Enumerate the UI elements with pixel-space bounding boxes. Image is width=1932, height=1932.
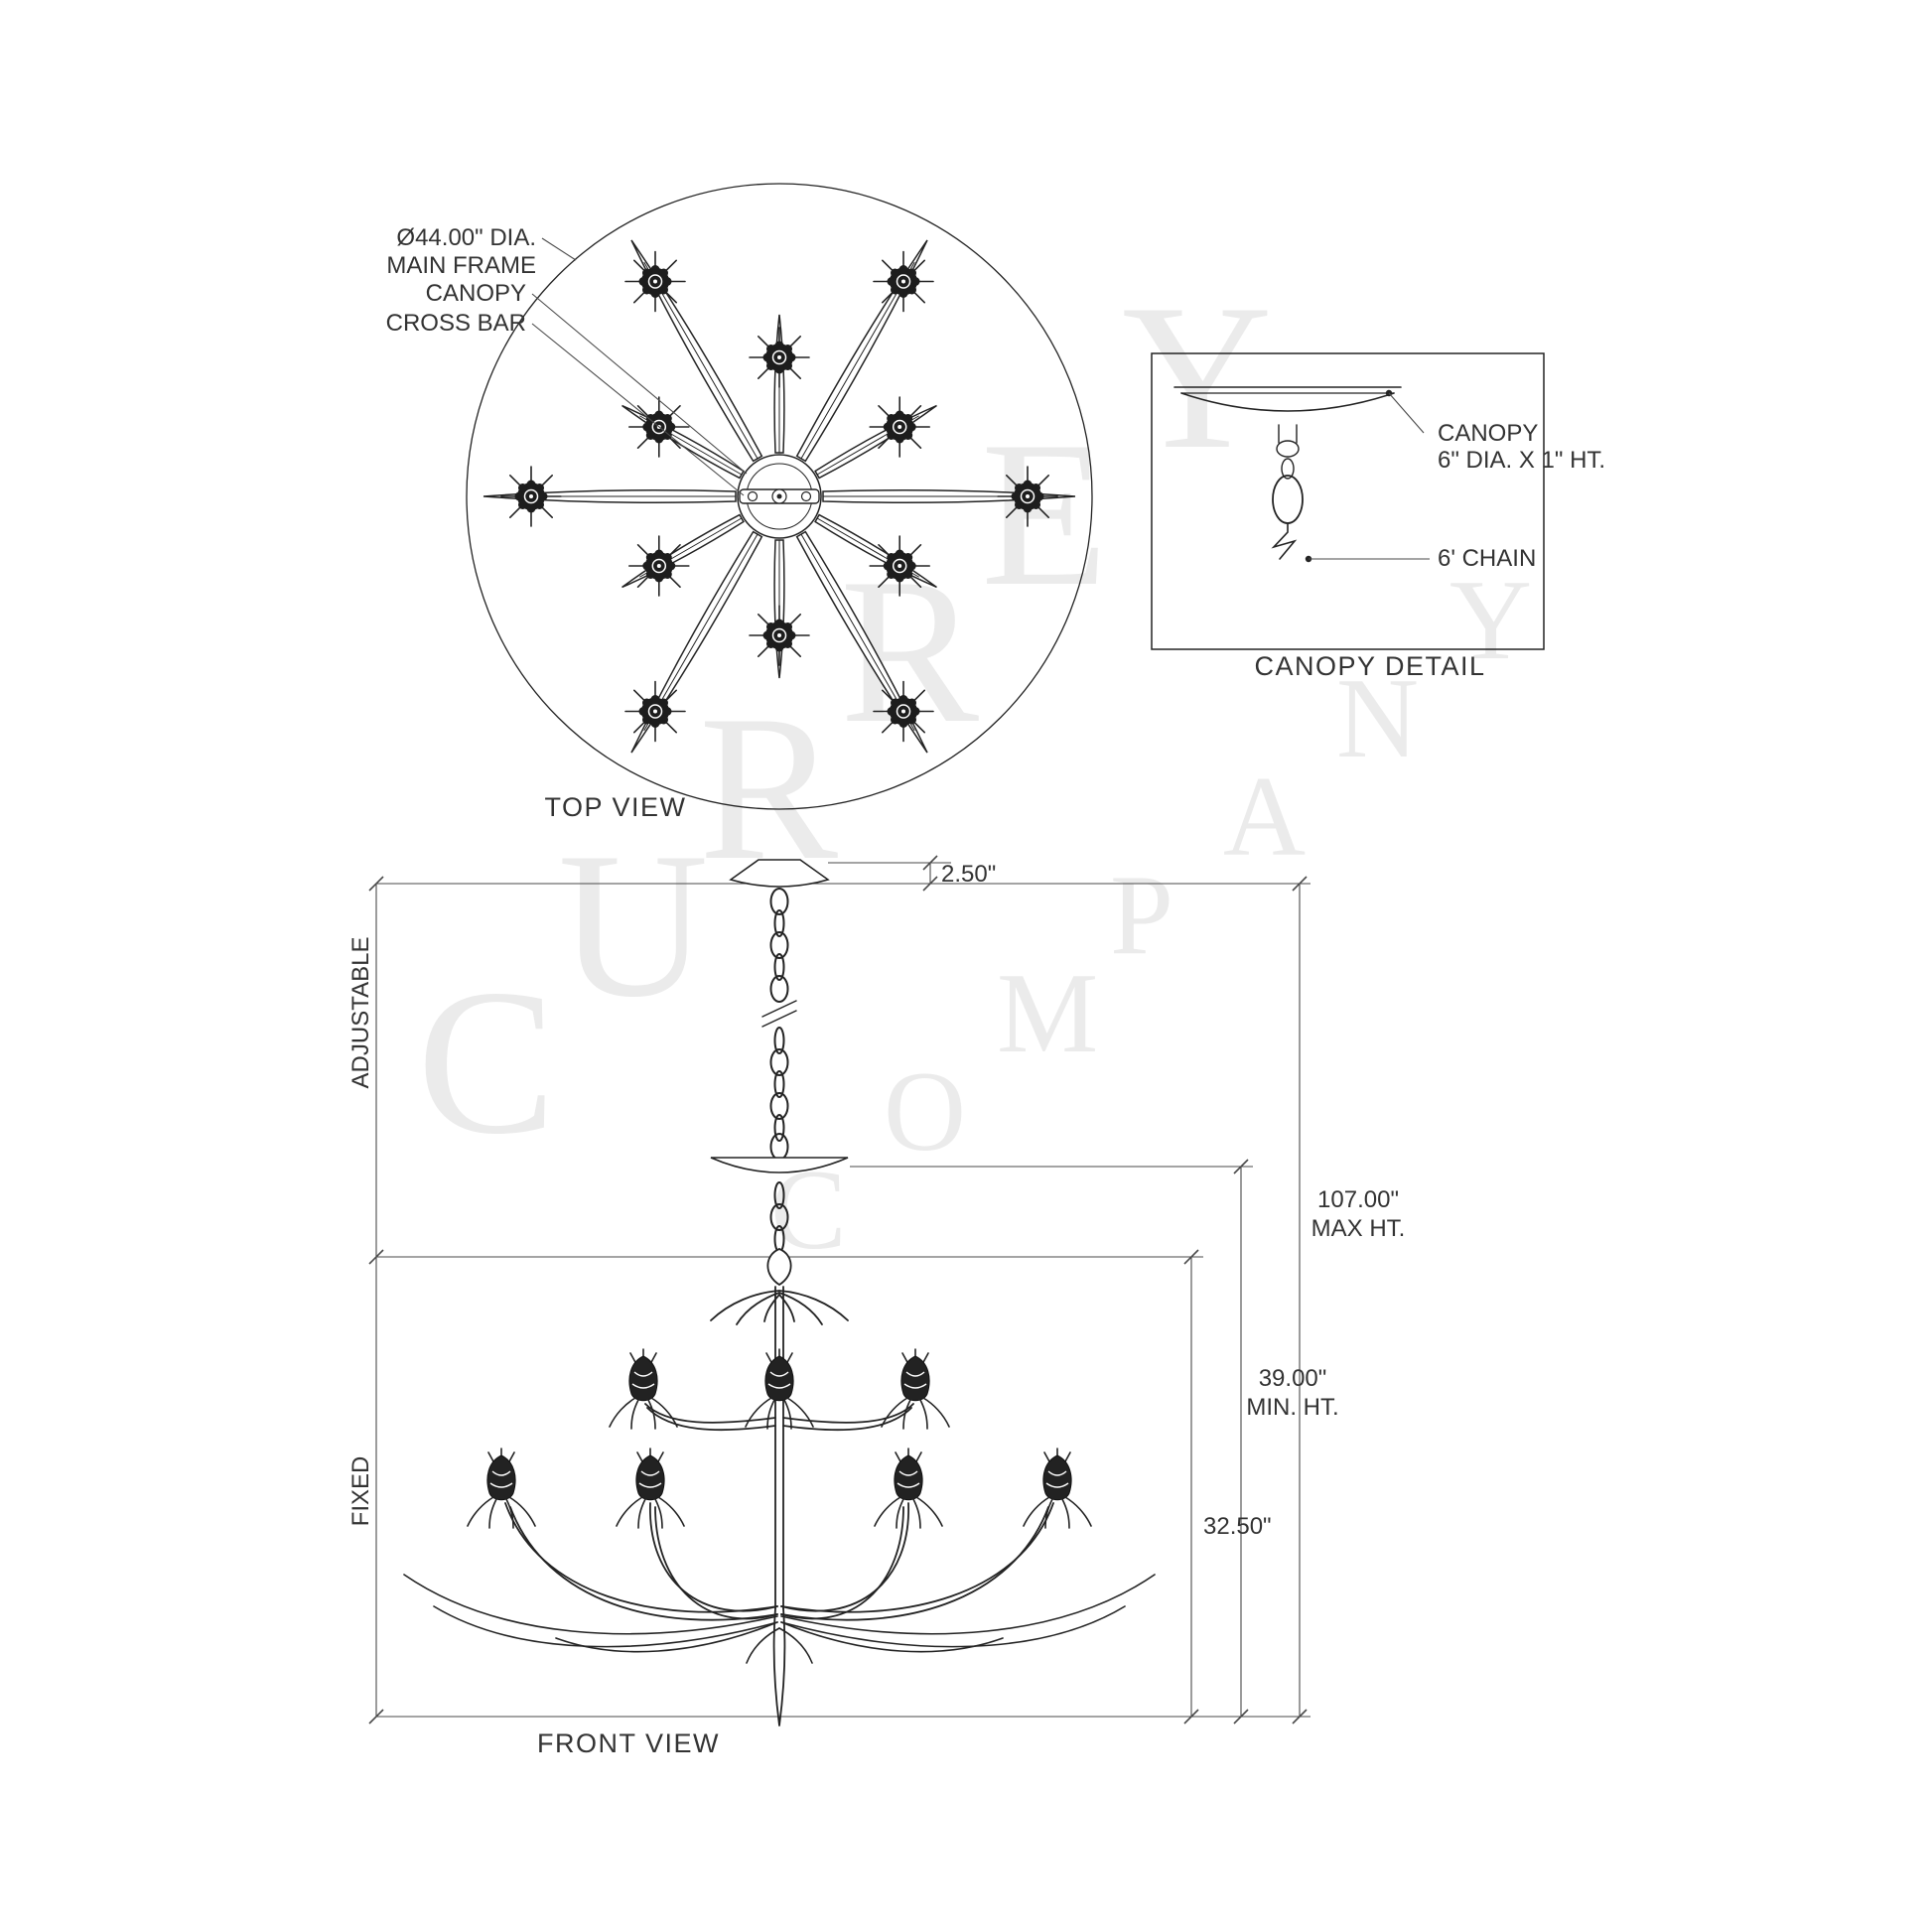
hanging-loop bbox=[766, 1248, 792, 1287]
dim-min-height-line1: 39.00" bbox=[1259, 1365, 1327, 1392]
chandelier-elevation bbox=[403, 859, 1156, 1726]
crossbar-leader-line bbox=[531, 323, 745, 496]
bottom-finial bbox=[772, 1607, 786, 1726]
top-view-leaders bbox=[531, 237, 748, 496]
watermark-letter: C bbox=[417, 947, 556, 1177]
watermark-letter: O bbox=[884, 1048, 966, 1174]
dia-label-line2: MAIN FRAME bbox=[386, 252, 536, 279]
dia-label-line1: Ø44.00" DIA. bbox=[396, 224, 536, 251]
leaf-collar bbox=[710, 1290, 849, 1325]
detail-chain-label: 6' CHAIN bbox=[1438, 545, 1536, 572]
canopy-leader-line bbox=[531, 293, 748, 475]
ceiling-canopy bbox=[729, 859, 830, 888]
watermark-letter: A bbox=[1223, 754, 1306, 880]
canopy-detail-box bbox=[1151, 352, 1545, 650]
lower-arms bbox=[504, 1502, 1054, 1621]
dimension-lines bbox=[368, 855, 1311, 1725]
dia-leader-line bbox=[541, 237, 577, 261]
dim-max-height-line1: 107.00" bbox=[1317, 1186, 1399, 1213]
watermark-letter: U bbox=[558, 810, 709, 1040]
watermark-letter: M bbox=[997, 950, 1098, 1076]
watermark-letter: Y bbox=[1122, 262, 1273, 492]
detail-canopy-label-line2: 6" DIA. X 1" HT. bbox=[1438, 447, 1605, 474]
canopy-detail: CANOPY 6" DIA. X 1" HT. 6' CHAIN CANOPY … bbox=[1151, 352, 1605, 681]
fixed-label: FIXED bbox=[347, 1456, 374, 1527]
cross-bar-label: CROSS BAR bbox=[386, 310, 526, 337]
top-view-hub bbox=[737, 454, 822, 539]
detail-canopy-label-line1: CANOPY bbox=[1438, 420, 1538, 447]
dim-min-height-line2: MIN. HT. bbox=[1246, 1394, 1338, 1421]
front-view-caption: FRONT VIEW bbox=[537, 1728, 720, 1758]
canopy-detail-leaders bbox=[1305, 389, 1430, 563]
canopy-detail-drawing bbox=[1173, 386, 1402, 560]
chain bbox=[761, 888, 797, 1161]
canopy-detail-caption: CANOPY DETAIL bbox=[1254, 651, 1485, 681]
central-column bbox=[774, 1286, 784, 1609]
bobeche bbox=[710, 1157, 849, 1173]
chain-link bbox=[1272, 475, 1304, 524]
top-view-caption: TOP VIEW bbox=[544, 792, 686, 822]
watermark-letter: P bbox=[1110, 852, 1173, 978]
dim-fixed-height: 32.50" bbox=[1203, 1513, 1272, 1540]
adjustable-label: ADJUSTABLE bbox=[347, 937, 374, 1089]
top-view: Ø44.00" DIA. MAIN FRAME CANOPY CROSS BAR… bbox=[386, 183, 1093, 822]
main-frame-circle bbox=[466, 183, 1093, 810]
front-view: 2.50" ADJUSTABLE FIXED 107.00" MAX HT. 3… bbox=[347, 855, 1406, 1758]
dim-max-height-line2: MAX HT. bbox=[1311, 1215, 1406, 1242]
dim-canopy-height: 2.50" bbox=[941, 861, 996, 888]
trailing-leaves bbox=[403, 1574, 1156, 1664]
watermark-letter: Y bbox=[1449, 557, 1532, 683]
watermark-letter: N bbox=[1336, 655, 1419, 781]
chain-break bbox=[761, 1000, 797, 1028]
upper-arms bbox=[644, 1403, 914, 1432]
canopy-label: CANOPY bbox=[426, 280, 526, 307]
watermark-layer: CURREYCOMPANY bbox=[417, 262, 1532, 1273]
